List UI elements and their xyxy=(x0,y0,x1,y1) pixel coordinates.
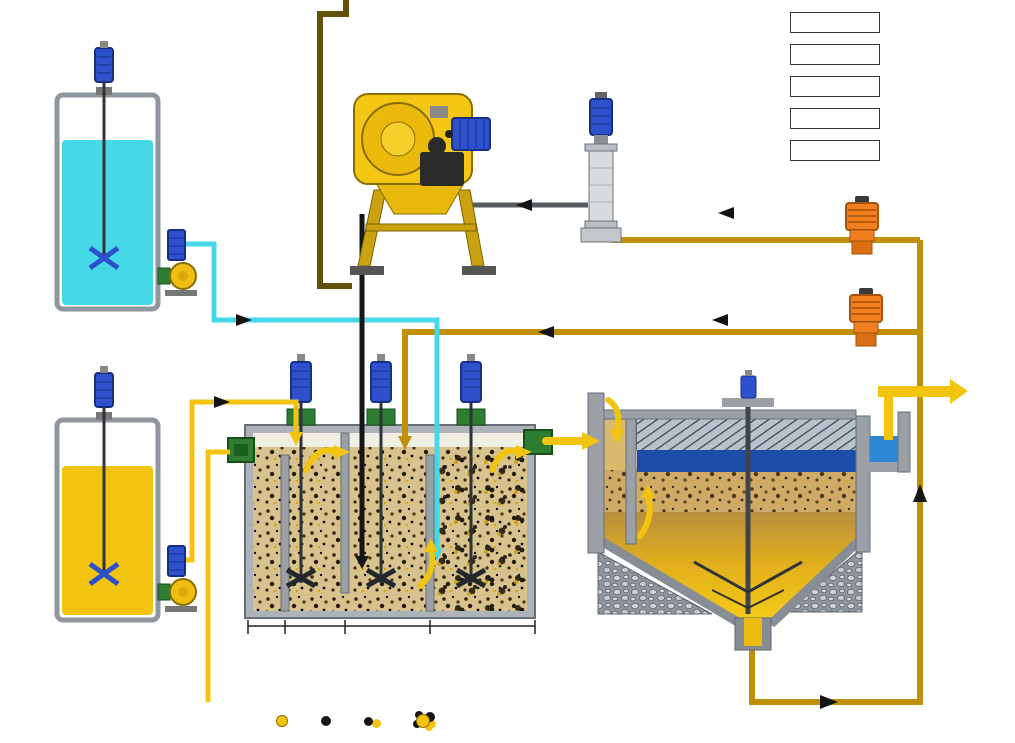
large-floc-icon xyxy=(416,714,430,728)
coagulant-dosing-pump xyxy=(157,545,197,612)
deflocculator xyxy=(580,92,622,243)
pac-swatch xyxy=(790,44,880,65)
arrow-left-return-2 xyxy=(712,314,728,326)
color-legend xyxy=(790,12,894,161)
left-wall xyxy=(587,392,605,554)
weir-divider-1 xyxy=(280,454,290,612)
compartment-bracket xyxy=(247,620,536,634)
suspended-solids-item xyxy=(276,715,295,727)
mixing-tank xyxy=(227,354,553,619)
return-magnetic-sludge-pump xyxy=(849,288,883,347)
flow-arrows xyxy=(303,397,655,589)
arrow-left-defloc xyxy=(516,199,532,211)
pam-dosing-pipe xyxy=(183,241,440,550)
coagulant-aid-tank xyxy=(54,41,161,312)
magnetic-recovery-machine xyxy=(350,93,496,275)
inlet-baffle xyxy=(625,409,637,545)
effluent-channel xyxy=(870,436,898,462)
magnetic-media-icon xyxy=(321,716,331,726)
legend-item-media xyxy=(790,140,894,161)
right-wall xyxy=(855,415,871,553)
media-swatch xyxy=(790,140,880,161)
pipes xyxy=(183,0,923,705)
arrow-up-recycle xyxy=(913,484,927,502)
excess-sludge-swatch xyxy=(790,108,880,129)
large-floc-item xyxy=(414,710,445,732)
pac-dosing-pipe xyxy=(183,399,299,563)
pipe-end-arrows xyxy=(289,432,443,569)
excess-magnetic-sludge-pump xyxy=(845,196,879,255)
excess-sludge-pipe xyxy=(317,0,352,289)
mixer-motor-2 xyxy=(365,354,397,589)
weir-divider-3 xyxy=(425,454,435,612)
direction-arrows xyxy=(214,199,927,709)
influent-pipe xyxy=(205,449,230,702)
scraper-motor xyxy=(740,375,757,399)
coagulant-tank xyxy=(54,366,161,623)
small-floc-item xyxy=(364,716,388,726)
weir-divider-2 xyxy=(340,432,350,594)
pam-swatch xyxy=(790,12,880,33)
coagulant-aid-dosing-pump xyxy=(157,229,197,296)
sludge-swatch xyxy=(790,76,880,97)
legend-item-excess-sludge xyxy=(790,108,894,129)
return-sludge-pipe xyxy=(402,329,920,438)
arrow-right-bottom xyxy=(820,695,838,709)
legend-item-pam xyxy=(790,12,894,33)
arrow-left-return-1 xyxy=(538,326,554,338)
mixer-motor-3 xyxy=(455,354,487,589)
effluent-arrow xyxy=(878,379,968,440)
suspended-solids-icon xyxy=(276,715,288,727)
legend-item-sludge xyxy=(790,76,894,97)
legend-item-pac xyxy=(790,44,894,65)
symbol-legend xyxy=(276,710,445,732)
arrow-right-pac xyxy=(214,396,230,408)
small-floc-icon xyxy=(364,716,373,726)
sedimentation-tank xyxy=(587,370,911,651)
magnetic-media-item xyxy=(321,716,338,726)
arrow-left-excess xyxy=(718,207,734,219)
arrow-right-pam xyxy=(236,314,252,326)
